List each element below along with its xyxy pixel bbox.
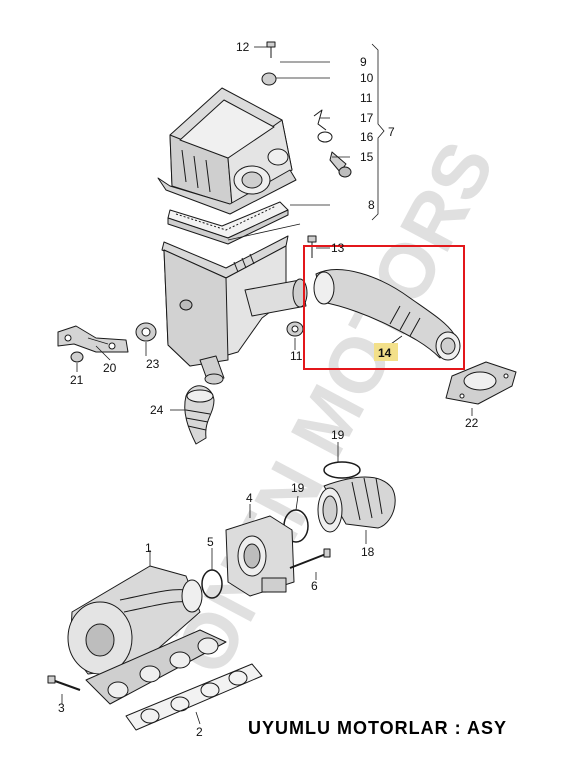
clamp-part-19a (323, 461, 361, 479)
callout-2: 2 (196, 725, 203, 739)
callout-3: 3 (58, 701, 65, 715)
bracket-part-20 (57, 325, 129, 353)
callout-6: 6 (311, 579, 318, 593)
highlight-box-part-14 (303, 245, 465, 370)
callout-12: 12 (236, 40, 250, 54)
callout-10: 10 (360, 71, 374, 85)
callout-17: 17 (360, 111, 374, 125)
callout-7: 7 (388, 125, 395, 139)
grommet-part-23 (135, 322, 157, 342)
callout-11-top: 11 (360, 91, 373, 105)
intake-manifold-part-1 (67, 565, 227, 705)
callout-9: 9 (360, 55, 367, 69)
callout-20: 20 (103, 361, 117, 375)
cap-part-10 (261, 72, 277, 86)
callout-21: 21 (70, 373, 84, 387)
valve-part-15 (329, 151, 352, 178)
air-filter-lid (157, 87, 297, 215)
callout-18: 18 (361, 545, 375, 559)
hose-part-24 (184, 385, 215, 445)
leader-lines (61, 43, 473, 725)
bolt-part-6 (289, 548, 331, 569)
callout-22: 22 (465, 416, 479, 430)
callout-5: 5 (207, 535, 214, 549)
clip-part-17 (313, 109, 327, 131)
callout-8: 8 (368, 198, 375, 212)
callout-19-right: 19 (331, 428, 345, 442)
throttle-body-part-4 (225, 515, 295, 597)
callout-15: 15 (360, 150, 374, 164)
flange-part-22 (445, 361, 517, 405)
nut-part-21 (70, 351, 84, 363)
callout-13: 13 (331, 241, 345, 255)
air-filter-element (167, 201, 289, 245)
callout-16: 16 (360, 130, 374, 144)
air-filter-housing (161, 235, 308, 385)
callout-23: 23 (146, 357, 160, 371)
callout-11-mid: 11 (290, 349, 303, 363)
bolt-part-12 (266, 41, 276, 58)
grommet-part-11 (286, 321, 304, 337)
callout-14: 14 (378, 346, 392, 360)
callout-highlight-bg (374, 343, 398, 361)
oring-part-16 (317, 131, 333, 143)
callout-24: 24 (150, 403, 164, 417)
hose-part-18 (317, 476, 396, 533)
screw-part-13 (307, 235, 317, 258)
bolt-part-3 (47, 675, 81, 691)
callout-labels: 12 9 10 11 17 16 7 15 8 13 14 11 20 21 2… (58, 40, 479, 739)
callout-1: 1 (145, 541, 152, 555)
manifold-gasket-part-2 (125, 663, 263, 731)
compatible-engines-caption: UYUMLU MOTORLAR : ASY (248, 718, 507, 738)
intake-hose-part-14 (313, 269, 461, 361)
callout-19-left: 19 (291, 481, 305, 495)
callout-4: 4 (246, 491, 253, 505)
